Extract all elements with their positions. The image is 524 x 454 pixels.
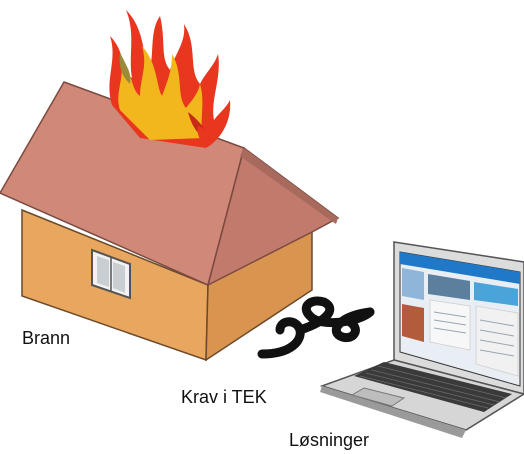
fire-icon xyxy=(109,10,231,148)
laptop-icon xyxy=(319,241,524,438)
label-fire: Brann xyxy=(22,328,71,348)
window-icon xyxy=(91,248,131,300)
label-requirements: Krav i TEK xyxy=(181,387,267,407)
label-solutions: Løsninger xyxy=(289,430,370,450)
paragraph-sign-icon xyxy=(257,296,375,359)
